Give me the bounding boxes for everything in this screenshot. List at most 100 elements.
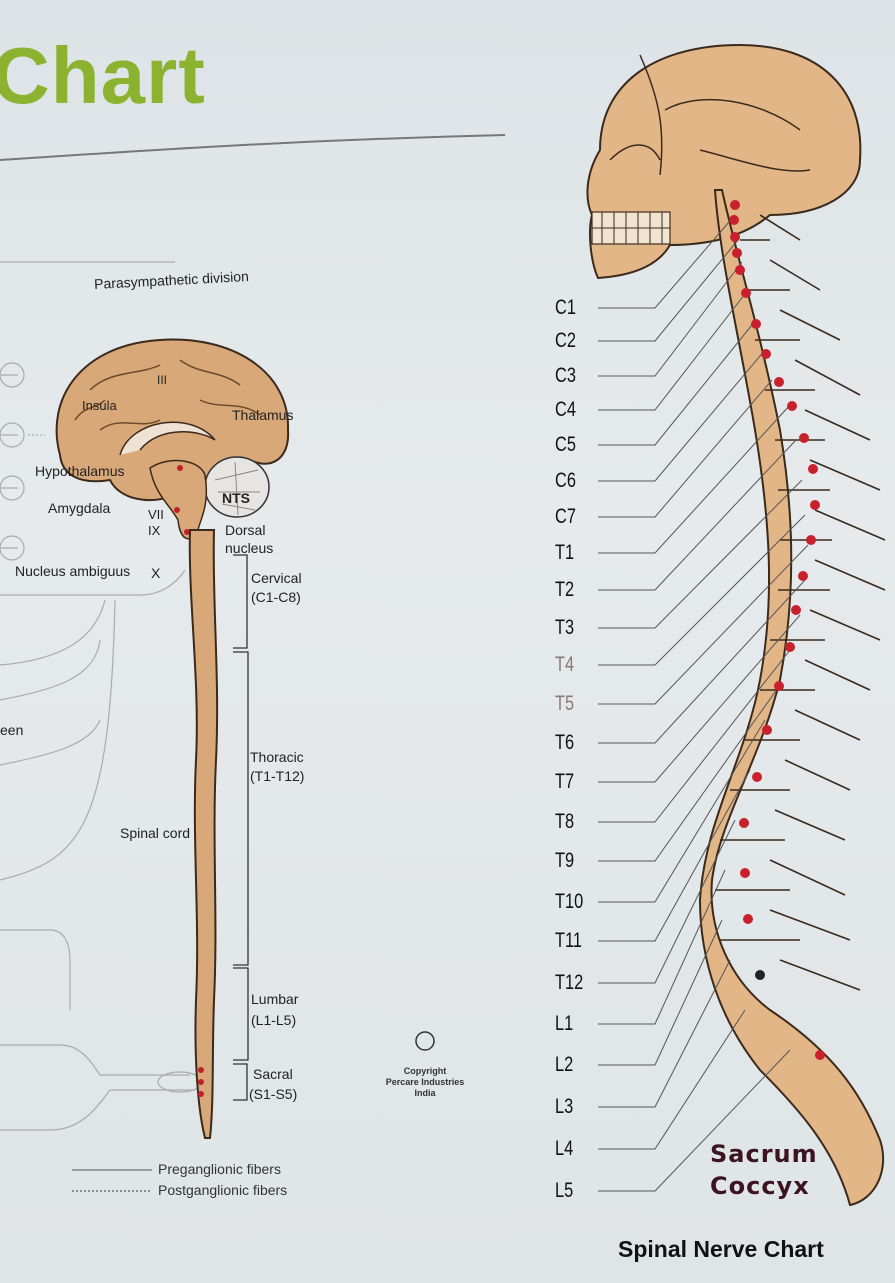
spine-dot xyxy=(730,200,740,210)
leader-line-t7 xyxy=(598,614,801,783)
leader-line-c4 xyxy=(598,289,749,411)
label-sacral-range: (S1-S5) xyxy=(249,1086,298,1102)
label-cervical: Cervical xyxy=(251,570,302,586)
vertebra-label-c1: C1 xyxy=(555,296,576,319)
vertebra-label-t3: T3 xyxy=(555,616,575,639)
vertebra-label-c6: C6 xyxy=(555,469,576,492)
spine-dot xyxy=(735,265,745,275)
vertebra-label-t4: T4 xyxy=(555,653,575,676)
vertebra-label-c4: C4 xyxy=(555,398,576,421)
chart-footer-title: Spinal Nerve Chart xyxy=(618,1236,824,1262)
label-een: een xyxy=(0,722,24,738)
vertebra-label-t10: T10 xyxy=(555,890,584,913)
leader-line-c1 xyxy=(598,214,736,309)
label-hypothalamus: Hypothalamus xyxy=(35,463,125,479)
leader-line-l3 xyxy=(598,959,731,1108)
spinal-cord-illustration xyxy=(188,529,219,1139)
label-thalamus: Thalamus xyxy=(232,407,294,423)
vertebra-label-l1: L1 xyxy=(555,1012,574,1035)
label-thoracic-range: (T1-T12) xyxy=(250,768,305,784)
spine-dot xyxy=(730,232,740,242)
leader-line-t9 xyxy=(598,684,781,862)
skull-illustration xyxy=(586,43,862,280)
label-lumbar-range: (L1-L5) xyxy=(251,1012,297,1028)
leader-line-t11 xyxy=(598,769,751,942)
label-sacrum: Sacrum xyxy=(710,1140,818,1168)
spine-dot xyxy=(732,248,742,258)
leader-line-t6 xyxy=(598,579,806,744)
label-thoracic: Thoracic xyxy=(250,749,304,765)
spine-dot xyxy=(752,772,762,782)
leader-line-t10 xyxy=(598,719,766,903)
leader-line-t2 xyxy=(598,439,797,591)
label-x: X xyxy=(151,565,161,581)
spine-dot xyxy=(740,868,750,878)
vertebra-label-t6: T6 xyxy=(555,731,575,754)
spine-dot xyxy=(751,319,761,329)
spine-illustration xyxy=(698,189,886,1207)
copyright-line2: Percare Industries xyxy=(385,1077,465,1087)
vertebra-label-l5: L5 xyxy=(555,1179,574,1202)
vertebra-label-l4: L4 xyxy=(555,1137,574,1160)
label-amygdala: Amygdala xyxy=(48,500,111,516)
label-cervical-range: (C1-C8) xyxy=(251,589,301,605)
vertebra-label-c5: C5 xyxy=(555,433,576,456)
vertebra-label-l3: L3 xyxy=(555,1095,574,1118)
spine-dot xyxy=(741,288,751,298)
spine-dot xyxy=(810,500,820,510)
region-brackets xyxy=(233,554,249,1101)
leader-line-t8 xyxy=(598,649,791,823)
vertebra-label-t1: T1 xyxy=(555,541,575,564)
spine-dot xyxy=(774,377,784,387)
label-lumbar: Lumbar xyxy=(251,991,299,1007)
leader-line-t5 xyxy=(598,544,809,705)
header-divider xyxy=(0,134,506,161)
spine-red-dots xyxy=(729,200,825,1060)
copyright-line3: India xyxy=(414,1088,436,1098)
vertebra-label-l2: L2 xyxy=(555,1053,574,1076)
spine-dot xyxy=(787,401,797,411)
label-spinal-cord: Spinal cord xyxy=(120,825,191,841)
leader-line-c7 xyxy=(598,379,773,518)
spine-dot xyxy=(806,535,816,545)
vertebra-label-c2: C2 xyxy=(555,329,576,352)
label-vii: VII xyxy=(148,507,164,522)
label-insula: Insula xyxy=(82,398,117,413)
vertebra-label-t12: T12 xyxy=(555,971,584,994)
label-nucleus-ambiguus: Nucleus ambiguus xyxy=(15,563,131,579)
label-dorsal: Dorsal xyxy=(225,522,266,538)
copyright-block: © Copyright Percare Industries India xyxy=(380,1055,470,1099)
vertebra-label-c7: C7 xyxy=(555,505,576,528)
leader-line-c5 xyxy=(598,319,757,446)
label-sacral: Sacral xyxy=(253,1066,293,1082)
leader-line-c2 xyxy=(598,239,739,342)
leader-line-c3 xyxy=(598,261,743,377)
spine-dot xyxy=(791,605,801,615)
leader-line-t1 xyxy=(598,404,791,554)
vertebra-label-c3: C3 xyxy=(555,364,576,387)
spine-dot xyxy=(762,725,772,735)
vertebra-label-t5: T5 xyxy=(555,692,575,715)
copyright-line1: Copyright xyxy=(403,1066,447,1076)
spine-dot xyxy=(785,642,795,652)
spine-dot xyxy=(743,914,753,924)
vertebra-label-t7: T7 xyxy=(555,770,575,793)
spine-dot xyxy=(729,215,739,225)
label-nucleus: nucleus xyxy=(225,540,274,556)
legend-preganglionic: Preganglionic fibers xyxy=(158,1161,281,1177)
label-ix: IX xyxy=(148,523,161,538)
spine-dot xyxy=(799,433,809,443)
brain-illustration xyxy=(55,338,290,548)
spine-dot xyxy=(798,571,808,581)
leader-line-t12 xyxy=(598,819,736,984)
leader-lines xyxy=(598,214,809,1192)
legend-postganglionic: Postganglionic fibers xyxy=(158,1182,288,1198)
vertebra-label-t8: T8 xyxy=(555,810,575,833)
connector-lines xyxy=(0,261,203,1131)
leader-line-l2 xyxy=(598,919,723,1066)
leader-line-t4 xyxy=(598,514,806,666)
label-nts: NTS xyxy=(222,490,250,506)
spine-dot xyxy=(774,681,784,691)
spine-dot-dark xyxy=(755,970,765,980)
